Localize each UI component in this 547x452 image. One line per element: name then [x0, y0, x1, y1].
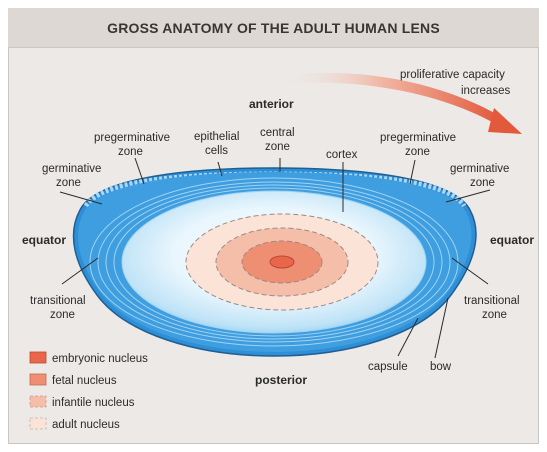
cortex-label: cortex	[326, 149, 358, 161]
arrow-head	[488, 108, 522, 134]
bow-label: bow	[430, 361, 452, 373]
legend-label-adult: adult nucleus	[52, 419, 120, 431]
germinative-left-label-1: germinative	[42, 163, 101, 175]
proliferative-label-line1: proliferative capacity	[400, 69, 505, 81]
capsule-label: capsule	[368, 361, 408, 373]
transitional-right-label-1: transitional	[464, 295, 520, 307]
anterior-label: anterior	[249, 97, 294, 111]
central-zone-label-2: zone	[265, 141, 290, 153]
posterior-label: posterior	[255, 373, 307, 387]
transitional-right-label-2: zone	[482, 309, 507, 321]
pregerminative-right-label-2: zone	[405, 146, 430, 158]
legend-label-fetal: fetal nucleus	[52, 375, 117, 387]
legend-label-embryonic: embryonic nucleus	[52, 353, 148, 365]
epithelial-label-1: epithelial	[194, 131, 239, 143]
legend: embryonic nucleus fetal nucleus infantil…	[30, 352, 148, 431]
legend-swatch-embryonic	[30, 352, 46, 363]
legend-swatch-fetal	[30, 374, 46, 385]
equator-left-label: equator	[22, 233, 66, 247]
germinative-right-label-2: zone	[470, 177, 495, 189]
epithelial-label-2: cells	[205, 145, 228, 157]
equator-right-label: equator	[490, 233, 534, 247]
legend-label-infantile: infantile nucleus	[52, 397, 135, 409]
central-zone-label-1: central	[260, 127, 295, 139]
legend-swatch-infantile	[30, 396, 46, 407]
pregerminative-right-label-1: pregerminative	[380, 132, 456, 144]
embryonic-nucleus	[270, 256, 294, 268]
germinative-right-label-1: germinative	[450, 163, 509, 175]
pregerminative-left-label-2: zone	[118, 146, 143, 158]
germinative-left-label-2: zone	[56, 177, 81, 189]
pregerminative-left-label-1: pregerminative	[94, 132, 170, 144]
transitional-left-label-2: zone	[50, 309, 75, 321]
legend-swatch-adult	[30, 418, 46, 429]
proliferative-label-line2: increases	[461, 85, 510, 97]
transitional-left-label-1: transitional	[30, 295, 86, 307]
